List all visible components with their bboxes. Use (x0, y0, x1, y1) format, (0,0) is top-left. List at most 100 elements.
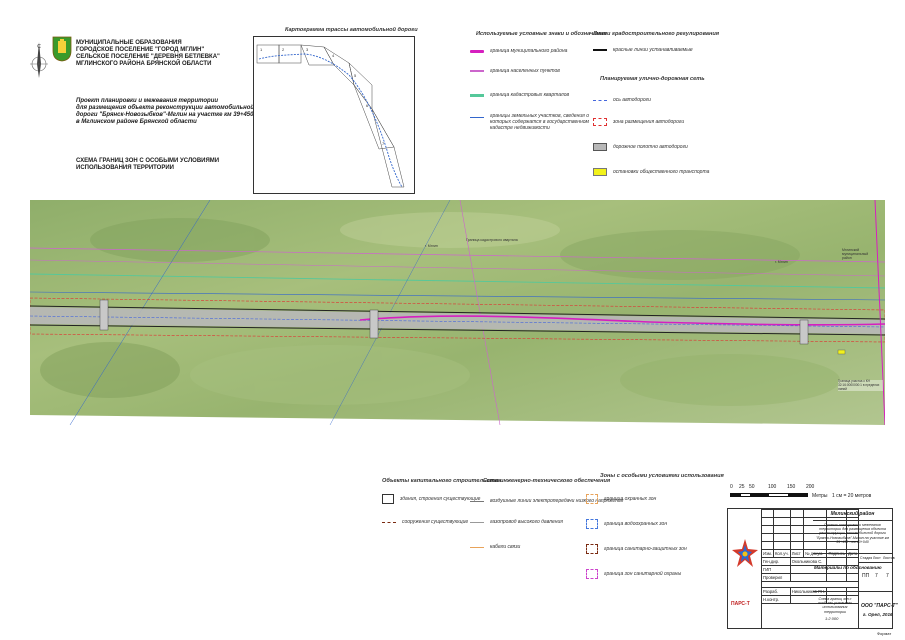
stage-value: 7 (886, 573, 889, 579)
scale-bar: 0 25 50 100 150 200 Метры 1 см = 20 метр… (730, 484, 890, 508)
format-label: Формат (877, 631, 892, 636)
inset-sheet-label: 2 (282, 47, 285, 52)
legend-item-water-zone: граница водоохранных зон (586, 519, 667, 529)
legend-item-land-plots: границы земельных участков, сведения о к… (470, 113, 590, 131)
inset-sheet-label: 7 (382, 141, 385, 146)
legend-right-subtitle: Планируемая улично-дорожная сеть (600, 76, 705, 82)
legend-symbol (586, 544, 598, 554)
inset-sheet-label: 3 (306, 47, 309, 52)
scale-tick: 0 (730, 484, 733, 490)
map-label: г. Мглин (775, 260, 788, 264)
legend-symbol (470, 49, 484, 53)
scale-tick: 25 (739, 484, 745, 490)
legend-symbol (470, 117, 484, 118)
legend-item-structures: сооружения существующие (382, 519, 468, 525)
stage-value: ПП (862, 573, 870, 579)
legend-symbol (470, 70, 484, 72)
scale-ratio: 1 см = 20 метров (832, 493, 872, 499)
aerial-map[interactable]: Граница кадастрового квартала г. Мглин г… (30, 200, 885, 425)
legend-item-protection-zone: граница охранных зон (586, 494, 656, 504)
role-label: Проверил (761, 573, 791, 582)
legend-symbol (470, 521, 484, 523)
col-header: Изм. (761, 549, 774, 558)
company-logo-icon (732, 539, 758, 567)
legend-item-cadastral-quarter: граница кадастровых кварталов (470, 92, 569, 98)
north-arrow-icon: С (30, 42, 48, 78)
role-label: ГИП (761, 565, 791, 574)
org-line: МУНИЦИПАЛЬНЫЕ ОБРАЗОВАНИЯ (76, 40, 182, 46)
legend-item-road-zone: зона размещения автодороги (593, 118, 684, 126)
col-header: Лист (789, 549, 804, 558)
scale-tick: 150 (787, 484, 796, 490)
coat-of-arms-icon (52, 36, 72, 62)
inset-sheet-label: 4 (332, 53, 335, 58)
org-line: СЕЛЬСКОЕ ПОСЕЛЕНИЕ "ДЕРЕВНЯ БЕТЛЕВКА" (76, 54, 220, 60)
legend-item-municipal-border: граница муниципального района (470, 48, 567, 54)
legend-capital-title: Объекты капитального строительства (382, 478, 501, 484)
org-line: ГОРОДСКОЕ ПОСЕЛЕНИЕ "ГОРОД МГЛИН" (76, 47, 205, 53)
legend-item-gas-pipeline: газопровод высокого давления (470, 519, 563, 525)
scale-tick: 200 (806, 484, 815, 490)
legend-symbol (586, 519, 598, 529)
legend-symbol (586, 494, 598, 504)
legend-symbol (470, 546, 484, 548)
stage-header: Листов (883, 556, 895, 560)
legend-item-bus-stop: остановки общественного транспорта (593, 168, 709, 176)
stage-value: 7 (875, 573, 878, 579)
project-title-block: Проект планировки и межевания территории… (76, 98, 288, 126)
legend-networks-title: Сети инженерно-технического обеспечения (483, 478, 611, 484)
map-note: Граница участка с КН 32:16:0000000:1 в п… (838, 379, 883, 392)
legend-symbol (470, 93, 484, 97)
scale-tick: 100 (768, 484, 777, 490)
legend-item-road-axis: ось автодороги (593, 97, 651, 103)
col-header: Кол.уч. (772, 549, 791, 558)
legend-symbol (593, 143, 607, 151)
map-label: Мглинский муниципальный район (842, 248, 869, 260)
role-name (789, 595, 828, 604)
svg-text:С: С (37, 44, 41, 50)
legend-item-settlement-border: граница населенных пунктов (470, 68, 560, 74)
legend-symbol (382, 494, 394, 504)
scheme-line: СХЕМА ГРАНИЦ ЗОН С ОСОБЫМИ УСЛОВИЯМИ (76, 158, 220, 164)
inset-sheet-label: 6 (366, 103, 369, 108)
inset-sheet-label: 1 (260, 47, 263, 52)
legend-zones-title: Зоны с особыми условиями использования (600, 473, 724, 479)
project-line: для размещения объекта реконструкции авт… (76, 105, 255, 111)
scheme-title-block: СХЕМА ГРАНИЦ ЗОН С ОСОБЫМИ УСЛОВИЯМИ ИСП… (76, 158, 219, 172)
legend-item-power-lines: воздушные линии электропередачи низкого … (470, 498, 623, 504)
legend-item-cables: кабели связи (470, 544, 520, 550)
inset-sheet-label: 5 (354, 73, 357, 78)
inset-title: Картограмма трассы автомобильной дороги (285, 27, 418, 33)
legend-item-sanitary-security-zone: граница зон санитарной охраны (586, 569, 681, 579)
stamp-city-year: г. Орел, 2016 (863, 612, 893, 617)
legend-symbol (586, 569, 598, 579)
stage-header: Лист (873, 556, 881, 560)
stamp-sheet-name: Схема границ зон с особыми условиями исп… (818, 597, 852, 614)
title-block: ПАРС-Т Изм. Кол.уч. Лист № докум. Подпис… (727, 508, 898, 629)
scale-unit: Метры (812, 493, 828, 499)
map-label: г. Мглин (425, 244, 438, 248)
inset-key-map: 1 2 3 4 5 6 7 (253, 36, 415, 194)
org-line: МГЛИНСКОГО РАЙОНА БРЯНСКОЙ ОБЛАСТИ (76, 61, 212, 67)
project-line: в Мглинском районе Брянской области (76, 119, 197, 125)
role-label: Разраб. (761, 587, 791, 596)
legend-symbol (382, 521, 396, 523)
stamp-project-title: Проект планировки и межевания территории… (816, 523, 889, 544)
map-drawing (30, 200, 885, 425)
stamp-company: ООО "ПАРС-Т" (861, 603, 898, 609)
organization-block: МУНИЦИПАЛЬНЫЕ ОБРАЗОВАНИЯ ГОРОДСКОЕ ПОСЕ… (76, 40, 220, 68)
map-label: Граница кадастрового квартала (466, 238, 518, 242)
legend-symbol (593, 168, 607, 176)
legend-item-red-line: красные линии устанавливаемые (593, 47, 693, 53)
stamp-right: Мглинский район Проект планировки и меже… (813, 509, 898, 628)
legend-symbol (593, 118, 607, 126)
logo-cell: ПАРС-Т (728, 509, 762, 628)
project-line: Проект планировки и межевания территории (76, 98, 219, 104)
scale-tick: 50 (749, 484, 755, 490)
legend-right-title: Линии градостроительного регулирования (593, 31, 720, 37)
stamp-district: Мглинский район (830, 511, 875, 517)
logo-text: ПАРС-Т (731, 601, 750, 607)
legend-symbol (593, 99, 607, 101)
legend-top-title: Используемые условные знаки и обозначени… (476, 31, 607, 37)
legend-symbol (470, 500, 484, 502)
